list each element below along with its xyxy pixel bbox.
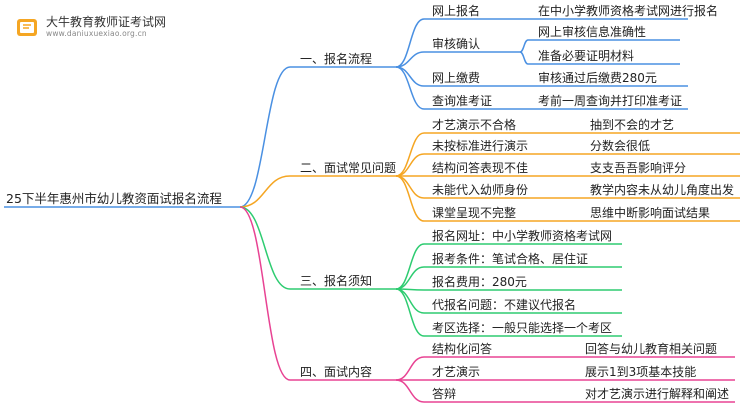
sub-label-1-0: 网上审核信息准确性	[538, 24, 646, 39]
sub-label-1-1: 准备必要证明材料	[538, 49, 634, 63]
child-label-0-2: 网上缴费	[432, 70, 480, 85]
child-link-2-3	[395, 288, 425, 314]
child-label-1-4: 课堂呈现不完整	[432, 205, 516, 220]
child-detail-0-3: 考前一周查询并打印准考证	[538, 93, 682, 108]
child-detail-1-2: 支支吾吾影响评分	[590, 160, 686, 175]
child-label-3-2: 答辩	[432, 386, 456, 401]
child-detail-3-2: 对才艺演示进行解释和阐述	[585, 386, 729, 401]
child-label-0-1: 审核确认	[432, 36, 480, 51]
child-label-0-3: 查询准考证	[432, 94, 492, 108]
child-link-2-1	[395, 266, 425, 290]
branch-link-2	[239, 206, 291, 290]
child-label-1-0: 才艺演示不合格	[432, 117, 516, 132]
branch-link-0	[239, 66, 291, 208]
child-detail-1-3: 教学内容未从幼儿角度出发	[590, 182, 734, 197]
branch-label-3: 四、面试内容	[300, 364, 372, 379]
child-detail-1-1: 分数会很低	[590, 138, 650, 153]
child-link-3-0	[395, 356, 425, 381]
root-topic: 25下半年惠州市幼儿教资面试报名流程	[6, 191, 222, 206]
child-label-2-1: 报考条件：笔试合格、居住证	[432, 251, 588, 266]
child-link-0-3	[395, 66, 425, 110]
branch-link-3	[239, 206, 291, 381]
logo-title: 大牛教育教师证考试网	[46, 15, 167, 29]
child-detail-1-4: 思维中断影响面试结果	[590, 205, 710, 220]
child-detail-1-0: 抽到不会的才艺	[590, 117, 674, 132]
site-logo: 大牛教育教师证考试网 www.daniuxuexiao.org.cn	[14, 14, 166, 40]
child-label-1-3: 未能代入幼师身份	[432, 182, 528, 197]
child-label-2-2: 报名费用：280元	[432, 274, 527, 289]
child-link-3-2	[395, 379, 425, 403]
child-detail-0-2: 审核通过后缴费280元	[538, 70, 657, 85]
child-link-1-3	[395, 175, 425, 199]
child-link-2-4	[395, 288, 425, 337]
child-label-1-1: 未按标准进行演示	[432, 138, 528, 153]
sub-link-1-1	[519, 51, 529, 65]
child-detail-3-0: 回答与幼儿教育相关问题	[585, 341, 717, 356]
child-label-2-4: 考区选择：一般只能选择一个考区	[432, 320, 612, 335]
child-detail-0-0: 在中小学教师资格考试网进行报名	[538, 3, 718, 18]
child-label-2-0: 报名网址：中小学教师资格考试网	[432, 228, 612, 243]
child-link-2-0	[395, 243, 425, 290]
child-label-3-1: 才艺演示	[432, 364, 480, 379]
child-link-1-1	[395, 153, 425, 177]
child-label-0-0: 网上报名	[432, 3, 480, 18]
mind-map-links	[4, 18, 740, 403]
logo-subtitle: www.daniuxuexiao.org.cn	[46, 29, 147, 38]
child-detail-3-1: 展示1到3项基本技能	[585, 365, 696, 379]
child-link-0-2	[395, 66, 425, 87]
child-link-1-4	[395, 175, 425, 222]
child-label-3-0: 结构化问答	[432, 341, 492, 356]
branch-label-2: 三、报名须知	[300, 273, 372, 288]
branch-label-1: 二、面试常见问题	[300, 160, 396, 175]
branch-label-0: 一、报名流程	[300, 51, 372, 66]
mind-map-labels: 25下半年惠州市幼儿教资面试报名流程 一、报名流程 网上报名 在中小学教师资格考试网进…	[6, 3, 734, 401]
child-link-0-0	[395, 18, 425, 68]
child-link-0-1	[395, 51, 425, 68]
branch-link-1	[239, 175, 291, 208]
book-logo-icon	[17, 19, 37, 36]
child-label-1-2: 结构问答表现不佳	[432, 160, 528, 175]
child-label-2-3: 代报名问题：不建议代报名	[432, 297, 576, 312]
sub-link-1-0	[519, 39, 529, 53]
